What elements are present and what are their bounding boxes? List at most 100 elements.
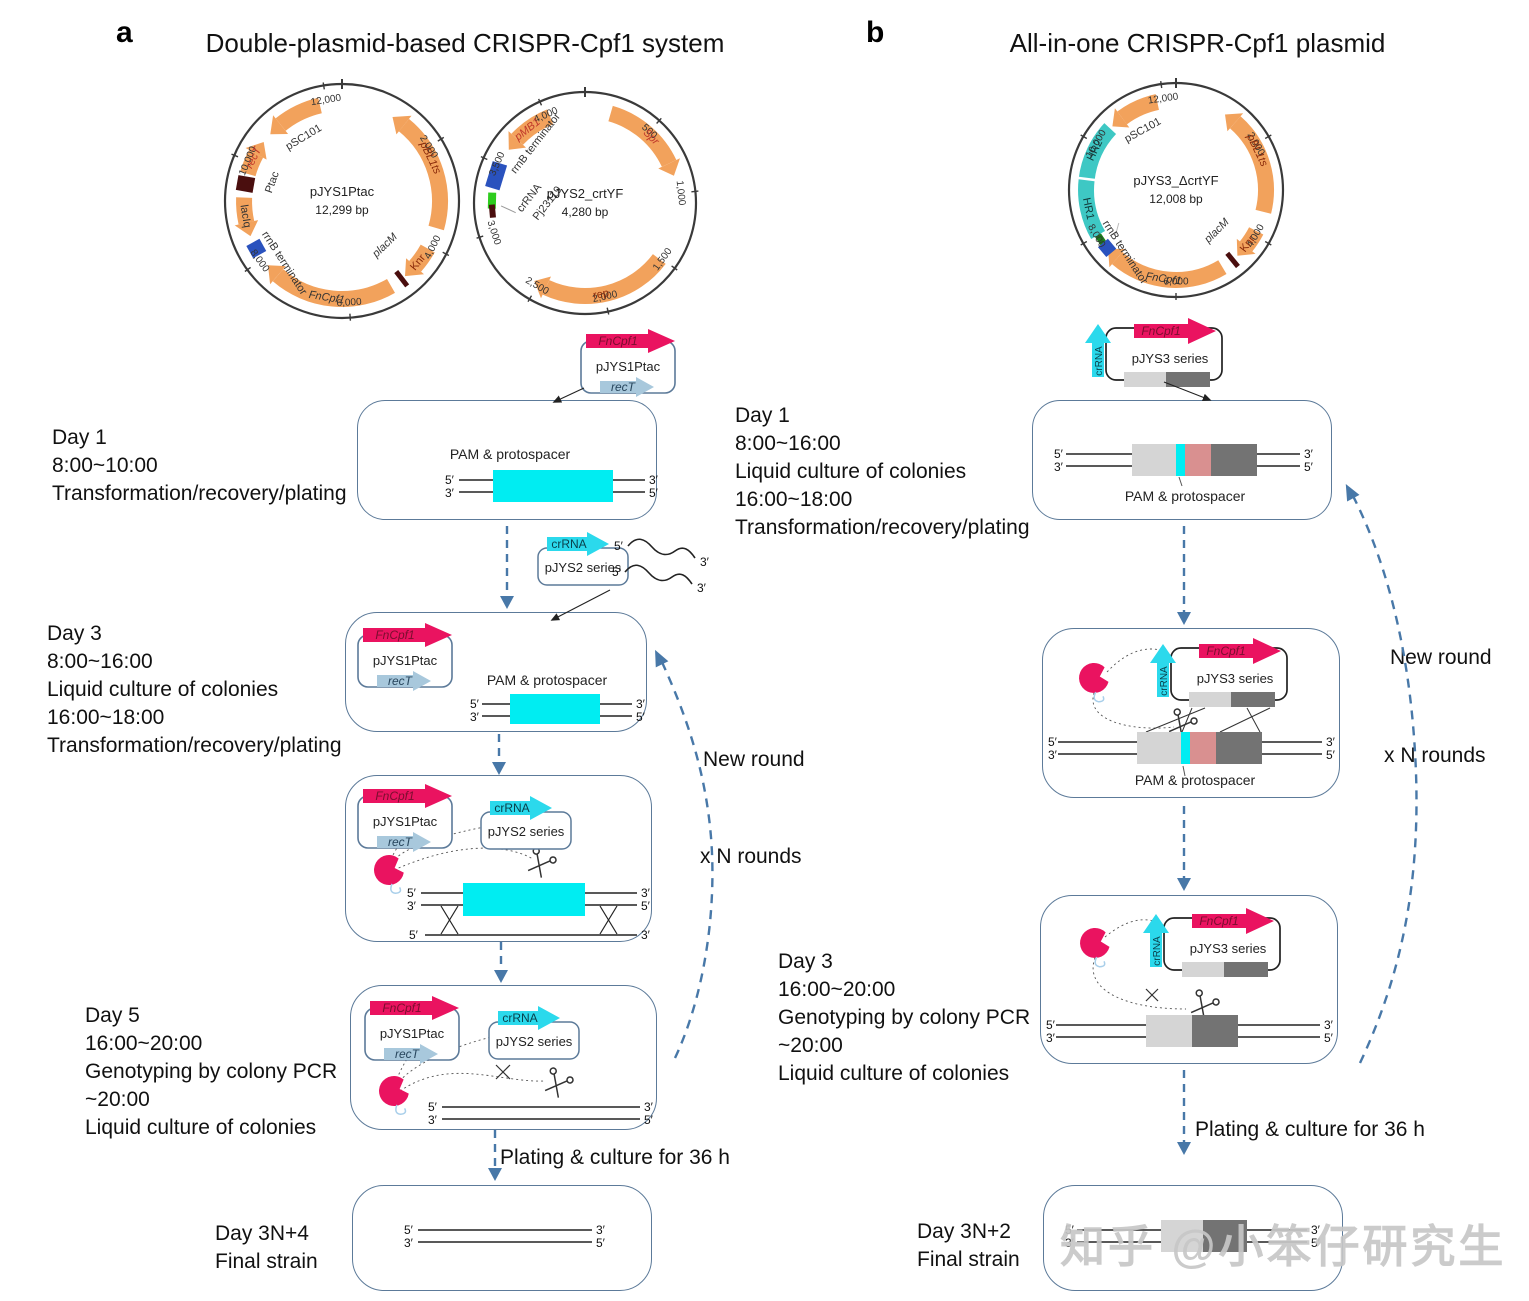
plasmid-tick (1080, 240, 1088, 246)
dna-b-final: 5′ 3′ 3′ 5′ (1065, 1220, 1321, 1252)
day3-b-line2: 16:00~20:00 (778, 978, 896, 1001)
pjys2-construct: crRNA pJYS2 series (537, 532, 629, 586)
plasmid-tick (656, 117, 662, 124)
protospacer-box (510, 694, 600, 724)
cell-a-day5-graphics: 5′ 3′ 3′ 5′ (379, 1018, 654, 1127)
dna-end-label: 5′ (612, 565, 622, 579)
pjys1-label: pJYS1Ptac (373, 814, 438, 829)
fncpf1-label: FnCpf1 (1141, 324, 1180, 338)
plasmid-tick-label: 12,000 (1147, 91, 1179, 106)
pointer-arrow-b1 (1163, 381, 1212, 401)
new-round-arc-a (655, 649, 714, 1059)
plasmid-tick-label: 6,000 (1163, 277, 1188, 288)
gene-arc (1117, 94, 1160, 125)
recombination-line (1219, 707, 1271, 733)
pointer-arrow-a2 (550, 589, 611, 621)
protospacer-box (493, 470, 613, 502)
new-round-arc-b (1345, 484, 1418, 1064)
crrna-label: crRNA (494, 801, 529, 815)
flow-arrow-a4 (488, 1130, 502, 1181)
dna-end-label: 3′ (1304, 447, 1314, 461)
ssdna-waves: 5′ 3′ 5′ 3′ (612, 538, 710, 595)
interaction-line (392, 824, 496, 862)
panel-b-label: b (866, 16, 885, 49)
pjys1-label: pJYS1Ptac (596, 359, 661, 374)
target-box (1185, 444, 1211, 476)
gene-arc (236, 197, 255, 225)
fncpf1-label: FnCpf1 (598, 334, 637, 348)
plasmid-tick (691, 190, 699, 193)
day1-b-text: Day 1 8:00~16:00 Liquid culture of colon… (735, 402, 1030, 542)
hr2-box (1224, 962, 1268, 977)
gene-arc (398, 118, 448, 231)
cpf1-protein (379, 1076, 409, 1115)
pam-stripe (1181, 732, 1190, 764)
dna-end-label: 5′ (614, 539, 624, 553)
interaction-line (1092, 687, 1175, 729)
fncpf1-arrow (363, 623, 452, 647)
plasmid-tick-label: 8,000 (248, 248, 272, 275)
interaction-line (1104, 919, 1155, 938)
dna-end-label: 3′ (1046, 1031, 1056, 1045)
panel-a-title: Double-plasmid-based CRISPR-Cpf1 system (205, 28, 725, 58)
new-round-a-label: New round (703, 748, 805, 771)
panel-a-label: a (116, 16, 133, 49)
pj23119-marker (488, 204, 496, 218)
cell-b-cutting-graphics: 5′ 3′ 3′ 5′ (1048, 648, 1336, 777)
fncpf1-arrow (1192, 908, 1274, 934)
plasmid-backbone (223, 82, 461, 320)
day3-b-line1: Day 3 (778, 950, 833, 973)
day1-b-line3: Liquid culture of colonies (735, 460, 967, 483)
plasmid-map-pjys1ptac: 2,0004,0006,0008,00010,00012,000pBL1tsKn… (223, 79, 461, 321)
gene-label: lacIq (238, 204, 253, 229)
crrna-arrow (547, 532, 609, 556)
dna-end-label: 5′ (596, 1236, 606, 1250)
pjys3-label: pJYS3 series (1190, 941, 1267, 956)
plasmid-name: pJYS3_ΔcrtYF (1133, 173, 1218, 188)
dna-a-final: 5′ 3′ 3′ 5′ (404, 1223, 606, 1250)
pjys2-label: pJYS2 series (545, 560, 622, 575)
hr2-box (1192, 1015, 1238, 1047)
dna-end-label: 3′ (404, 1236, 414, 1250)
day1-b-line1: Day 1 (735, 404, 790, 427)
flow-arrow-b1 (1177, 526, 1191, 625)
hr1-box (1124, 372, 1166, 387)
rrnb-terminator-block (246, 238, 267, 259)
crrna-arrow (498, 1006, 560, 1030)
final-b-text: Day 3N+2 Final strain (917, 1218, 1020, 1274)
plasmid-tick (1160, 80, 1163, 89)
panel-b-title: All-in-one CRISPR-Cpf1 plasmid (1009, 28, 1386, 58)
blocked-x (495, 1064, 511, 1080)
day5-a-line1: Day 5 (85, 1004, 140, 1027)
dna-end-label: 5′ (1054, 447, 1064, 461)
pjys1-label: pJYS1Ptac (373, 653, 438, 668)
plasmid-tick-label: 1,000 (674, 180, 688, 206)
gene-arc (408, 244, 435, 272)
dna-end-label: 5′ (1046, 1018, 1056, 1032)
plasmid-tick (480, 155, 488, 161)
gene-label: placM (1202, 216, 1233, 247)
dna-end-label: 3′ (596, 1223, 606, 1237)
pointer-arrow-a1 (552, 387, 585, 403)
hr1-box (1132, 444, 1176, 476)
dna-end-label: 5′ (404, 1223, 414, 1237)
dna-end-label: 5′ (445, 473, 455, 487)
fncpf1-label: FnCpf1 (375, 628, 414, 642)
plasmid-tick (349, 313, 352, 321)
cpf1-protein (1079, 663, 1109, 703)
day3-a-line4: 16:00~18:00 (47, 706, 165, 729)
final-a-strain: Final strain (215, 1250, 318, 1273)
plating-a-label: Plating & culture for 36 h (500, 1146, 730, 1169)
pam-label-a1: PAM & protospacer (449, 446, 571, 462)
dna-end-label: 3′ (649, 473, 659, 487)
plasmid-line (500, 205, 516, 214)
cell-b-day3-graphics: 5′ 3′ 3′ 5′ (1046, 919, 1334, 1047)
pjys1ptac-construct: FnCpf1 pJYS1Ptac recT (364, 996, 460, 1064)
pam-label-b2: PAM & protospacer (1134, 772, 1256, 788)
placm-marker (394, 270, 410, 288)
plasmid-tick (1264, 240, 1272, 246)
rect-arrow (377, 671, 431, 691)
gene-arc (240, 149, 264, 177)
scissors-icon (1190, 989, 1220, 1020)
day1-a-line1: Day 1 (52, 426, 107, 449)
